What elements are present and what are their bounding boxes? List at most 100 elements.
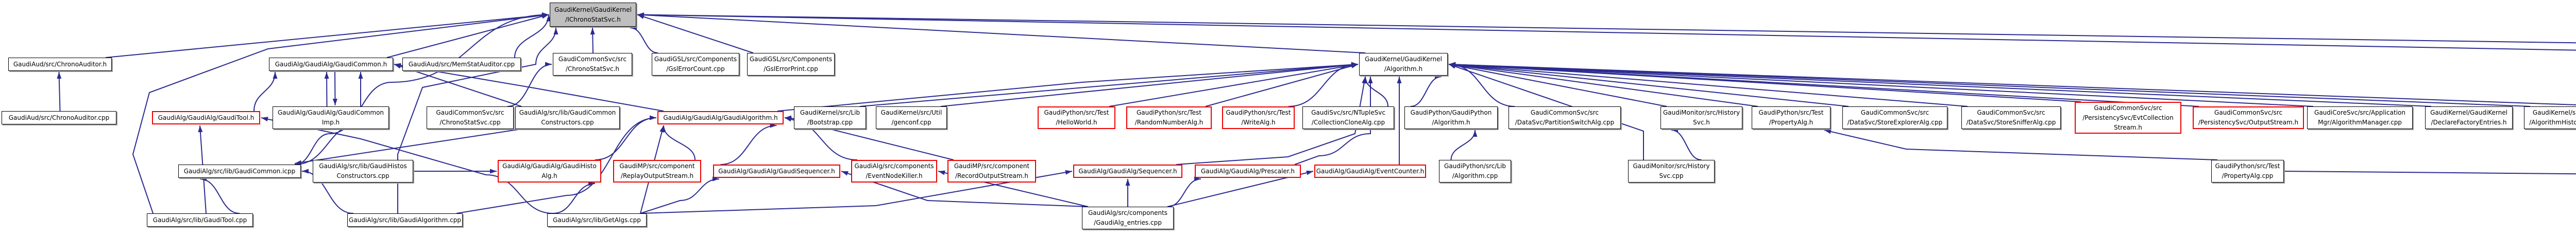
include-edge (637, 14, 2576, 175)
include-edge (637, 14, 1366, 53)
node-label-line: GaudiAlg/src/lib/GaudiAlgorithm.cpp (349, 216, 461, 224)
graph-node[interactable]: GaudiCommonSvc/src/ChronoStatSvc.cpp (427, 106, 514, 129)
node-label-line: GaudiCommonSvc/src (1860, 109, 1929, 116)
graph-node[interactable]: GaudiAlg/GaudiAlg/GaudiTool.h (152, 111, 260, 124)
node-label-line: GaudiMonitor/src/History (1633, 162, 1710, 170)
node-label-line: /RecordOutputStream.h (955, 172, 1029, 179)
graph-node[interactable]: GaudiPython/src/Test/PropertyAlg.cpp (2211, 160, 2284, 183)
include-edge (1824, 130, 2218, 160)
graph-node[interactable]: GaudiKernel/src/Lib/AlgorithmHistory.cpp (2524, 106, 2576, 129)
graph-node[interactable]: GaudiKernel/src/Lib/Bootstrap.cpp (794, 106, 866, 129)
graph-node[interactable]: GaudiCommonSvc/src/ChronoStatSvc.h (553, 53, 632, 76)
include-edge (663, 125, 696, 160)
graph-node[interactable]: GaudiAlg/GaudiAlg/GaudiAlgorithm.h (657, 111, 784, 124)
graph-node[interactable]: GaudiMP/src/component/ReplayOutputStream… (613, 160, 701, 183)
graph-node[interactable]: GaudiAlg/src/lib/GetAlgs.cpp (547, 213, 647, 227)
node-label-line: GaudiPython/src/Test (1136, 109, 1202, 116)
edge-arrowhead (1397, 77, 1402, 83)
graph-node[interactable]: GaudiAlg/GaudiAlg/EventCounter.h (1314, 165, 1426, 178)
graph-node[interactable]: GaudiAlg/GaudiAlg/GaudiSequencer.h (713, 165, 840, 178)
include-edge (514, 14, 549, 58)
graph-node[interactable]: GaudiAlg/src/components/GaudiAlg_entries… (1082, 207, 1174, 229)
node-label-line: Alg.h (541, 172, 557, 179)
include-edge (1448, 64, 1968, 107)
node-label-line: GaudiAlg/src/lib/GaudiCommon.icpp (183, 167, 296, 175)
graph-node[interactable]: GaudiGSL/src/Components/GslErrorPrint.cp… (747, 53, 835, 76)
node-label-line: GaudiCommonSvc/src (1530, 109, 1599, 116)
edge-arrowhead (659, 125, 665, 133)
graph-node[interactable]: GaudiPython/src/Test/PropertyAlg.h (1752, 106, 1831, 129)
graph-node[interactable]: GaudiAlg/src/lib/GaudiCommon.icpp (178, 165, 301, 178)
include-edge (507, 64, 552, 107)
node-label-line: /AlgorithmHistory.cpp (2529, 119, 2576, 126)
node-label-line: /WriteAlg.h (1241, 119, 1276, 126)
graph-node[interactable]: GaudiSvc/src/NTupleSvc/CollectionCloneAl… (1302, 106, 1394, 129)
include-edge (637, 14, 754, 53)
include-edge (1448, 64, 1849, 107)
node-label-line: GaudiAlg/GaudiAlg/GaudiSequencer.h (718, 167, 835, 175)
graph-node[interactable]: GaudiAud/src/ChronoAuditor.h (8, 58, 112, 71)
node-label-line: /HelloWorld.h (1056, 119, 1097, 126)
graph-node[interactable]: GaudiAlg/src/components/EventNodeKiller.… (851, 160, 937, 183)
node-label-line: /genconf.cpp (891, 119, 931, 126)
graph-node[interactable]: GaudiKernel/GaudiKernel/DeclareFactoryEn… (2425, 106, 2513, 129)
include-edge (777, 64, 1359, 112)
graph-node[interactable]: GaudiPython/src/Test/HelloWorld.h (1038, 106, 1115, 129)
graph-node[interactable]: GaudiGSL/src/Components/GslErrorCount.cp… (652, 53, 739, 76)
node-label-line: GaudiGSL/src/Components (749, 56, 833, 63)
graph-node[interactable]: GaudiCommonSvc/src/DataSvc/StoreSnifferA… (1961, 106, 2061, 129)
graph-node[interactable]: GaudiAlg/src/lib/GaudiTool.cpp (147, 213, 253, 227)
node-label-line: GaudiPython/src/Test (2215, 162, 2280, 170)
node-label-line: GaudiCoreSvc/src/Application (2314, 109, 2405, 116)
edge-arrowhead (1306, 170, 1313, 175)
node-label-line: GaudiAlg/GaudiAlg/GaudiHisto (502, 162, 597, 170)
edge-arrowhead (324, 72, 329, 79)
include-edge (640, 178, 720, 214)
edge-arrowhead (1362, 77, 1367, 84)
graph-node[interactable]: GaudiAud/src/ChronoAuditor.cpp (2, 111, 116, 124)
edge-arrowhead (1472, 130, 1478, 137)
graph-node[interactable]: GaudiAlg/src/lib/GaudiAlgorithm.cpp (347, 213, 463, 227)
include-edge (630, 27, 658, 53)
graph-node[interactable]: GaudiAlg/GaudiAlg/Prescaler.h (1195, 165, 1301, 178)
graph-node[interactable]: GaudiAlg/GaudiAlg/Sequencer.h (1073, 165, 1182, 178)
include-edge (720, 125, 777, 165)
include-edge (859, 64, 1359, 107)
graph-node[interactable]: GaudiAud/src/MemStatAuditor.cpp (402, 58, 521, 71)
node-label-line: GaudiCommonSvc/src (436, 109, 504, 116)
include-edge (1448, 64, 2314, 107)
node-label-line: GaudiAlg/GaudiAlg/GaudiCommon.h (275, 60, 387, 68)
graph-node[interactable]: GaudiAlg/GaudiAlg/GaudiCommon.h (269, 58, 393, 71)
node-label-line: GaudiAlg/src/lib/GaudiTool.cpp (152, 216, 247, 224)
edge-arrowhead (1824, 129, 1832, 134)
node-label-line: /PersistencySvc/EvtCollection (2082, 114, 2174, 121)
graph-node[interactable]: GaudiMP/src/component/RecordOutputStream… (947, 160, 1036, 183)
node-label-line: /Algorithm.cpp (1452, 172, 1498, 179)
edge-arrowhead (332, 98, 337, 105)
node-label-line: /RandomNumberAlg.h (1134, 119, 1204, 126)
graph-node[interactable]: GaudiPython/src/Lib/Algorithm.cpp (1439, 160, 1511, 183)
graph-node[interactable]: GaudiCommonSvc/src/PersistencySvc/EvtCol… (2075, 102, 2181, 134)
node-label-line: GaudiAud/src/ChronoAuditor.h (13, 60, 107, 68)
graph-node-root[interactable]: GaudiKernel/GaudiKernel/IChronoStatSvc.h (550, 3, 636, 27)
include-edge (1109, 64, 1359, 107)
edge-arrowhead (57, 72, 62, 79)
node-label-line: /ReplayOutputStream.h (620, 172, 694, 179)
include-edge (301, 171, 354, 214)
graph-node[interactable]: GaudiKernel/GaudiKernel/Algorithm.h (1359, 53, 1448, 76)
graph-node[interactable]: GaudiCommonSvc/src/PersistencySvc/Output… (2193, 106, 2304, 129)
graph-node[interactable]: GaudiCommonSvc/src/DataSvc/StoreExplorer… (1842, 106, 1947, 129)
graph-node[interactable]: GaudiKernel/src/Util/genconf.cpp (876, 106, 947, 129)
graph-node[interactable]: GaudiPython/src/Test/WriteAlg.h (1222, 106, 1295, 129)
graph-node[interactable]: GaudiCommonSvc/src/DataSvc/PartitionSwit… (1509, 106, 1621, 129)
graph-node[interactable]: GaudiPython/GaudiPython/Algorithm.h (1404, 106, 1498, 129)
graph-node[interactable]: GaudiPython/src/Test/RandomNumberAlg.h (1126, 106, 1212, 129)
